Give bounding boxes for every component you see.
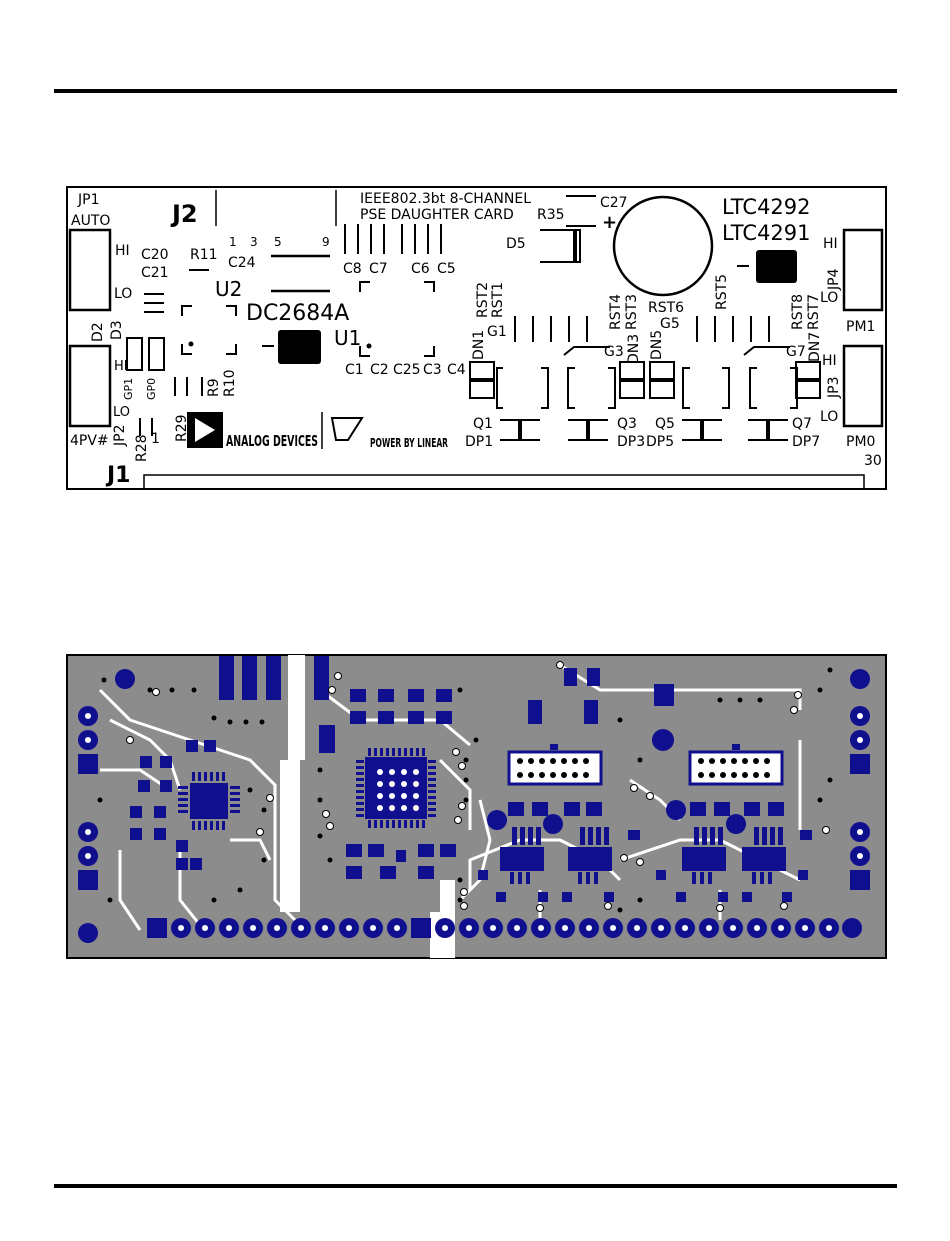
label-pm0: PM0 — [846, 434, 875, 450]
label-lo-right: LO — [820, 290, 838, 306]
label-dn5: DN5 — [649, 330, 665, 360]
jp1-block — [68, 228, 112, 312]
label-hi-right2: HI — [822, 353, 837, 369]
u2-thermal-pad — [278, 330, 321, 364]
label-hi-left: HI — [115, 243, 130, 259]
label-c20: C20 — [141, 247, 169, 263]
label-rst3: RST3 — [624, 294, 640, 330]
part-ltc4291: LTC4291 — [722, 221, 811, 245]
label-q1: Q1 — [473, 416, 493, 432]
label-c21: C21 — [141, 265, 169, 281]
jp3-block — [842, 344, 884, 428]
label-q3: Q3 — [617, 416, 637, 432]
label-dn7: DN7 — [807, 332, 823, 362]
label-q5: Q5 — [655, 416, 675, 432]
label-r28: R28 — [134, 434, 150, 462]
label-30: 30 — [864, 453, 882, 469]
title-line2: PSE DAUGHTER CARD — [360, 207, 514, 223]
label-lo-left: LO — [114, 286, 132, 302]
u2-ic-copper — [190, 783, 228, 819]
top-rule — [54, 89, 897, 93]
label-dp5: DP5 — [646, 434, 674, 450]
label-c6: C6 — [411, 261, 430, 277]
analog-devices-logo: ANALOG DEVICES — [187, 412, 318, 450]
board-id: DC2684A — [246, 301, 349, 326]
title-line1: IEEE802.3bt 8-CHANNEL — [360, 191, 531, 207]
label-dn1: DN1 — [471, 330, 487, 360]
label-u2: U2 — [215, 277, 242, 301]
label-dp1: DP1 — [465, 434, 493, 450]
label-rst6: RST6 — [648, 300, 684, 316]
jp4-block — [842, 228, 884, 312]
label-d3: D3 — [109, 320, 125, 340]
label-j1: J1 — [105, 463, 131, 488]
label-dp3: DP3 — [617, 434, 645, 450]
label-rst7: RST7 — [806, 294, 822, 330]
vendor-sub-text: POWER BY LINEAR — [370, 436, 448, 450]
label-jp2: JP2 — [112, 425, 128, 447]
jp2-block — [68, 344, 112, 428]
label-one: 1 — [151, 431, 160, 447]
bottom-rule — [54, 1184, 897, 1188]
label-gp0: GP0 — [145, 378, 158, 400]
label-4pv: 4PV# — [70, 433, 109, 449]
label-u1: U1 — [334, 326, 361, 350]
label-r35: R35 — [537, 207, 565, 223]
label-d5: D5 — [506, 236, 526, 252]
label-c25: C25 — [393, 362, 421, 378]
label-r29: R29 — [174, 414, 190, 442]
label-c24: C24 — [228, 255, 256, 271]
label-pin3: 3 — [250, 235, 258, 249]
label-g7: G7 — [786, 344, 806, 360]
label-g1: G1 — [487, 324, 507, 340]
label-lo-right2: LO — [820, 409, 838, 425]
label-r9: R9 — [206, 378, 222, 397]
label-c1: C1 — [345, 362, 364, 378]
label-c7: C7 — [369, 261, 388, 277]
vendor-logo-text: ANALOG DEVICES — [226, 432, 318, 450]
label-r11: R11 — [190, 247, 218, 263]
label-c3: C3 — [423, 362, 442, 378]
label-rst1: RST1 — [490, 282, 506, 318]
label-c2: C2 — [370, 362, 389, 378]
label-g5: G5 — [660, 316, 680, 332]
j1-outline — [143, 474, 865, 489]
label-dp7: DP7 — [792, 434, 820, 450]
board-outline — [66, 186, 887, 490]
label-rst4: RST4 — [608, 294, 624, 330]
label-pm1: PM1 — [846, 319, 875, 335]
label-d2: D2 — [90, 322, 106, 342]
label-c5: C5 — [437, 261, 456, 277]
label-rst2: RST2 — [475, 282, 491, 318]
label-lo-left2: LO — [113, 405, 130, 420]
label-q7: Q7 — [792, 416, 812, 432]
label-rst5: RST5 — [714, 274, 730, 310]
label-c8: C8 — [343, 261, 362, 277]
label-hi-right: HI — [823, 236, 838, 252]
label-jp4: JP4 — [826, 268, 842, 291]
label-plus: + — [602, 212, 617, 233]
label-r10: R10 — [222, 369, 238, 397]
label-hi-left2: HI — [114, 359, 128, 374]
label-jp3: JP3 — [826, 377, 842, 399]
label-dn3: DN3 — [626, 334, 642, 364]
part-ltc4292: LTC4292 — [722, 195, 811, 219]
jp4-pad — [756, 250, 797, 283]
label-pin9: 9 — [322, 235, 330, 249]
label-pin1: 1 — [229, 235, 237, 249]
label-j2: J2 — [170, 200, 198, 228]
label-c4: C4 — [447, 362, 466, 378]
label-auto: AUTO — [71, 213, 110, 229]
linear-logo: POWER BY LINEAR — [330, 417, 448, 450]
label-c27: C27 — [600, 195, 628, 211]
label-jp1: JP1 — [77, 192, 99, 208]
label-gp1: GP1 — [122, 378, 135, 400]
label-rst8: RST8 — [790, 294, 806, 330]
c27-capacitor-outline — [612, 195, 714, 297]
label-pin5: 5 — [274, 235, 282, 249]
